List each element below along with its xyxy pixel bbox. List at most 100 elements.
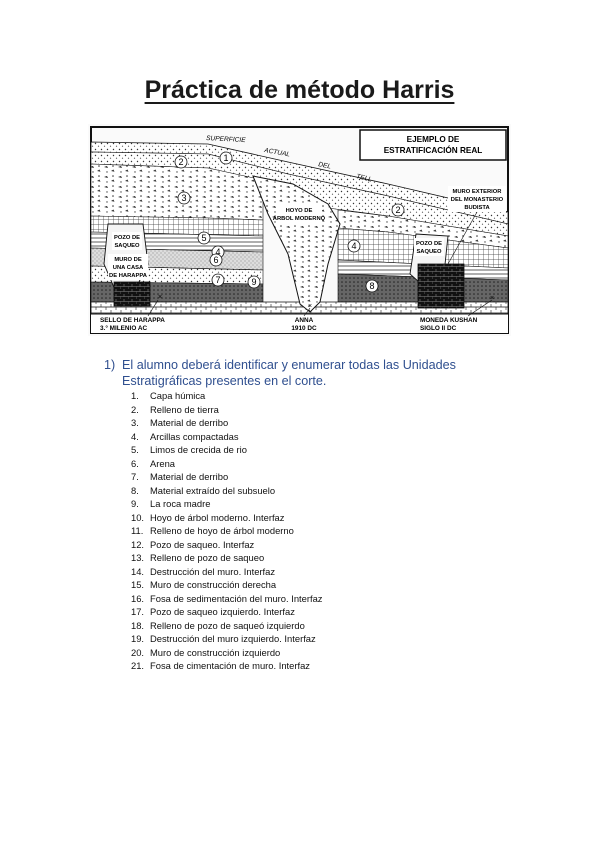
label-coin-1: MONEDA KUSHAN [420, 317, 478, 324]
list-item: 4. Arcillas compactadas [131, 430, 323, 444]
figure-box-title-1: EJEMPLO DE [407, 135, 460, 144]
list-item-label: Material de derribo [150, 417, 229, 428]
label-wall-left-3: DE HARAPPA [109, 273, 148, 279]
list-item-number: 9. [131, 498, 139, 509]
label-pozo-left-2: SAQUEO [114, 243, 140, 249]
surface-word: ACTUAL [263, 147, 291, 159]
list-item-number: 11. [131, 525, 144, 536]
layer-number: 1 [223, 153, 228, 163]
list-item-label: Hoyo de árbol moderno. Interfaz [150, 511, 285, 523]
list-item: 2. Relleno de tierra [131, 403, 323, 417]
label-wall-right-2: DEL MONASTERIO [451, 197, 504, 203]
label-hole-1: HOYO DE [286, 208, 313, 214]
list-item-label: Arcillas compactadas [150, 430, 239, 442]
list-item: 8. Material extraído del subsuelo [131, 484, 323, 498]
list-item-number: 21. [131, 660, 145, 671]
list-item-label: Relleno de tierra [150, 403, 219, 415]
list-item-number: 4. [131, 430, 139, 442]
list-item-label: Relleno de pozo de saqueó izquierdo [150, 619, 305, 631]
list-item: 12. Pozo de saqueo. Interfaz [131, 538, 323, 552]
list-item-number: 13. [131, 552, 145, 563]
label-wall-left-1: MURO DE [114, 257, 142, 263]
list-item-number: 19. [131, 633, 145, 644]
list-item-label: Pozo de saqueo izquierdo. Interfaz [150, 606, 295, 617]
label-pozo-left-1: POZO DE [114, 235, 140, 241]
find-mark: × [308, 303, 312, 310]
layer-number: 3 [181, 193, 186, 203]
list-item-label: Fosa de cimentación de muro. Interfaz [150, 660, 310, 671]
list-item-label: Relleno de hoyo de árbol moderno [150, 525, 294, 536]
list-item: 7.Material de derribo [131, 470, 323, 484]
label-wall-right-3: BUDISTA [464, 205, 490, 211]
list-item: 5.Limos de crecida de rio [131, 443, 323, 457]
label-coin-2: SIGLO II DC [420, 325, 457, 332]
surface-word: DEL [318, 161, 332, 171]
list-item-number: 7. [131, 471, 139, 482]
list-item-number: 2. [131, 403, 139, 415]
layer-number: 2 [395, 205, 400, 215]
list-item-label: Destrucción del muro. Interfaz [150, 565, 276, 577]
list-item-number: 10. [131, 511, 145, 523]
layer-number: 8 [369, 281, 374, 291]
list-item: 10. Hoyo de árbol moderno. Interfaz [131, 511, 323, 525]
question-text: El alumno deberá identificar y enumerar … [122, 358, 456, 388]
list-item-number: 17. [131, 606, 145, 617]
list-item-label: Arena [150, 457, 176, 469]
label-seal-2: 3.° MILENIO AC [100, 324, 147, 332]
layer-number: 6 [213, 255, 218, 265]
list-item-number: 14. [131, 565, 145, 577]
list-item: 13. Relleno de pozo de saqueo [131, 551, 323, 565]
list-item-number: 6. [131, 457, 139, 469]
label-anna-2: 1910 DC [291, 325, 317, 332]
list-item-number: 16. [131, 592, 145, 604]
list-item-label: Fosa de sedimentación del muro. Interfaz [150, 592, 323, 604]
list-item: 17. Pozo de saqueo izquierdo. Interfaz [131, 605, 323, 619]
layer-number: 2 [178, 157, 183, 167]
find-mark: × [158, 294, 162, 301]
list-item-number: 15. [131, 579, 145, 590]
list-item: 16. Fosa de sedimentación del muro. Inter… [131, 592, 323, 606]
list-item-label: Pozo de saqueo. Interfaz [150, 538, 255, 550]
layer-number: 5 [201, 233, 206, 243]
label-wall-right-1: MURO EXTERIOR [453, 189, 503, 195]
list-item: 19. Destrucción del muro izquierdo. Inter… [131, 632, 323, 646]
list-item-label: Muro de construcción derecha [150, 579, 277, 590]
list-item-number: 8. [131, 484, 139, 496]
label-anna-1: ANNA [295, 317, 314, 324]
question: 1) El alumno deberá identificar y enumer… [104, 357, 534, 389]
question-number: 1) [104, 358, 116, 372]
list-item-number: 12. [131, 538, 145, 550]
label-wall-left-2: UNA CASA [113, 265, 144, 271]
list-item-label: Limos de crecida de rio [150, 444, 247, 455]
label-hole-2: ÁRBOL MODERNO [273, 215, 326, 222]
list-item: 21. Fosa de cimentación de muro. Interfaz [131, 659, 323, 673]
list-item-number: 1. [131, 390, 139, 401]
list-item-number: 3. [131, 417, 139, 428]
surface-word: TELL [356, 173, 373, 183]
layer-number: 9 [251, 277, 256, 287]
list-item: 14. Destrucción del muro. Interfaz [131, 565, 323, 579]
list-item: 11. Relleno de hoyo de árbol moderno [131, 524, 323, 538]
label-pozo-right-2: SAQUEO [416, 249, 442, 255]
list-item-number: 18. [131, 619, 145, 631]
surface-word: SUPERFICIE [206, 135, 246, 144]
layer-number: 4 [215, 247, 220, 257]
list-item: 20.Muro de construcción izquierdo [131, 646, 323, 660]
list-item: 9. La roca madre [131, 497, 323, 511]
find-mark: × [490, 295, 494, 302]
stratigraphy-figure: EJEMPLO DE ESTRATIFICACIÓN REAL SUPERFIC… [88, 124, 511, 336]
units-list: 1.Capa húmica 2. Relleno de tierra 3. Mate… [131, 389, 323, 673]
label-seal-1: SELLO DE HARAPPA [100, 317, 165, 324]
list-item: 15. Muro de construcción derecha [131, 578, 323, 592]
list-item-label: Material extraído del subsuelo [150, 484, 276, 496]
list-item: 1.Capa húmica [131, 389, 323, 403]
label-pozo-right-1: POZO DE [416, 241, 442, 247]
list-item: 6. Arena [131, 457, 323, 471]
list-item: 18. Relleno de pozo de saqueó izquierdo [131, 619, 323, 633]
list-item-label: Destrucción del muro izquierdo. Interfaz [150, 633, 316, 644]
layer-number: 7 [215, 275, 220, 285]
list-item-number: 20. [131, 646, 145, 658]
list-item: 3. Material de derribo [131, 416, 323, 430]
list-item-label: Relleno de pozo de saqueo [150, 552, 265, 563]
list-item-label: La roca madre [150, 498, 211, 509]
